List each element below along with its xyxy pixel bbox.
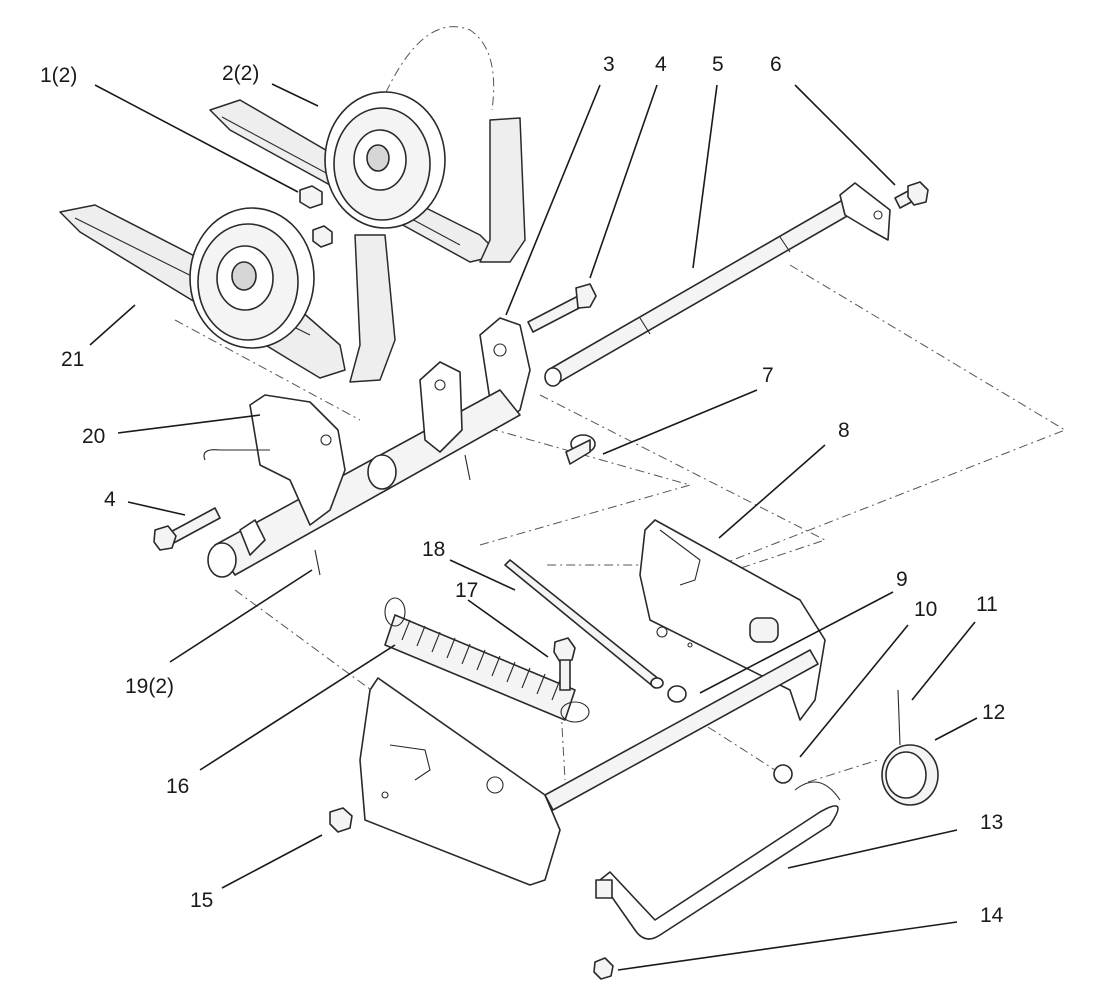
spring-bolt <box>553 637 576 691</box>
leader-1 <box>94 84 299 193</box>
callout-12: 12 <box>982 701 1005 724</box>
callout-6: 6 <box>770 53 782 76</box>
leader-lines <box>89 83 978 971</box>
leader-2 <box>271 83 319 107</box>
callout-3: 3 <box>603 53 615 76</box>
pulley-nuts <box>299 185 333 248</box>
callout-7: 7 <box>762 364 774 387</box>
idler-shaft <box>544 189 869 387</box>
shaft-end-plate <box>839 182 891 241</box>
callout-9: 9 <box>896 568 908 591</box>
leader-10 <box>799 624 909 758</box>
leader-7 <box>602 389 758 455</box>
leader-9 <box>699 591 894 694</box>
callout-16: 16 <box>166 775 189 798</box>
leader-4a <box>589 84 658 279</box>
leader-20 <box>117 414 261 434</box>
leader-16 <box>199 644 396 771</box>
lower-plate <box>359 649 819 886</box>
j-rod <box>595 781 841 940</box>
bushing <box>565 434 596 465</box>
callout-labels: 1(2) 2(2) 3 4 5 6 7 8 9 10 11 12 13 14 1… <box>40 53 1005 927</box>
lower-bolt <box>153 507 221 551</box>
upper-plate <box>639 519 826 721</box>
idler-bracket <box>203 394 346 526</box>
callout-21: 21 <box>61 348 84 371</box>
callout-17: 17 <box>455 579 478 602</box>
callout-15: 15 <box>190 889 213 912</box>
callout-8: 8 <box>838 419 850 442</box>
callout-10: 10 <box>914 598 937 621</box>
upper-bolt <box>527 283 597 333</box>
leader-17 <box>467 599 549 658</box>
leader-13 <box>787 829 958 869</box>
washer-10 <box>773 764 793 784</box>
callout-1: 1(2) <box>40 64 77 87</box>
callout-5: 5 <box>712 53 724 76</box>
adjust-knob <box>881 689 939 806</box>
leader-14 <box>617 921 958 971</box>
extension-spring <box>384 597 590 723</box>
callout-13: 13 <box>980 811 1003 834</box>
nut-15 <box>329 807 353 833</box>
callout-11: 11 <box>976 593 998 616</box>
nut-14 <box>593 957 614 980</box>
callout-4b: 4 <box>104 488 116 511</box>
callout-18: 18 <box>422 538 445 561</box>
leader-15 <box>221 834 323 889</box>
leader-11 <box>911 621 976 701</box>
belt-loops <box>349 117 526 383</box>
callout-4a: 4 <box>655 53 667 76</box>
callout-14: 14 <box>980 904 1004 927</box>
leader-5 <box>692 84 718 269</box>
cotter-pins <box>314 454 471 576</box>
lower-pulley-belt-assembly <box>59 204 346 379</box>
leader-18 <box>449 559 516 591</box>
leader-21 <box>89 304 136 346</box>
leader-12 <box>934 717 978 741</box>
pivot-arm <box>207 361 521 578</box>
leader-19 <box>169 569 313 663</box>
leader-3 <box>505 84 601 316</box>
callout-2: 2(2) <box>222 62 259 85</box>
leader-6 <box>794 84 896 186</box>
washer-9 <box>667 685 687 703</box>
control-rod <box>504 559 664 689</box>
leader-8 <box>718 444 826 539</box>
callout-19: 19(2) <box>125 675 174 698</box>
leader-4b <box>127 501 186 516</box>
callout-20: 20 <box>82 425 105 448</box>
end-bolt <box>894 181 929 209</box>
